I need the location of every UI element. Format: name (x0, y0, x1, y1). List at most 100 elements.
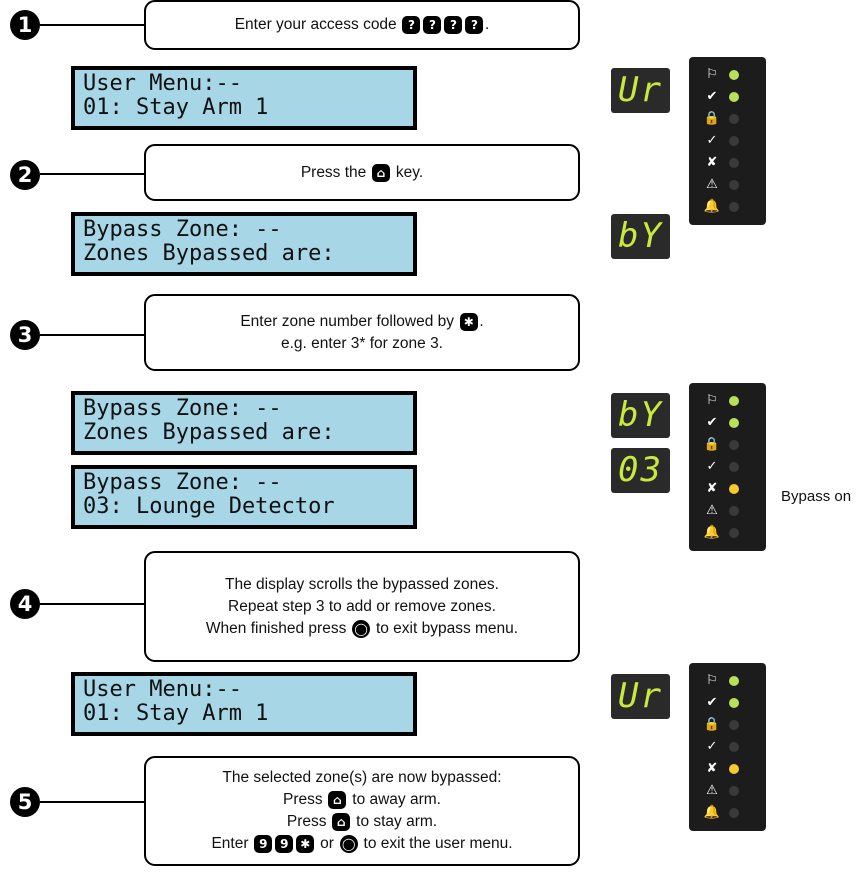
step-5-connector (40, 801, 144, 803)
step-5-number: 5 (10, 787, 40, 817)
status-led (729, 158, 739, 168)
lock-icon: 🔒 (703, 111, 721, 126)
status-row: ✔ (689, 86, 766, 108)
status-led (729, 462, 739, 472)
armed-icon: ⚐ (706, 67, 718, 82)
step-3-callout: Enter zone number followed by ✱.e.g. ent… (144, 294, 580, 371)
lcd-bypass-zone-3: Bypass Zone: --03: Lounge Detector (71, 465, 417, 529)
step-4-connector (40, 603, 144, 605)
ready-check-icon: ✔ (706, 695, 718, 710)
callout-line: Enter zone number followed by ✱. (240, 311, 484, 333)
status-led (729, 506, 739, 516)
callout-text: Enter (211, 835, 253, 852)
tamper-icon: ✓ (706, 133, 718, 148)
key-icon: 9 (275, 835, 294, 853)
status-led (729, 676, 739, 686)
segment-display-4: 03 (611, 448, 670, 493)
status-led (729, 528, 739, 538)
callout-text: The selected zone(s) are now bypassed: (222, 769, 502, 786)
lcd-line: Zones Bypassed are: (83, 241, 335, 266)
tamper-icon: ✓ (706, 459, 718, 474)
step-4-callout: The display scrolls the bypassed zones.R… (144, 551, 580, 662)
lock-icon: 🔒 (703, 717, 721, 732)
status-row: 🔔 (689, 196, 766, 218)
lcd-line: 03: Lounge Detector (83, 494, 335, 519)
warning-icon: ⚠ (706, 177, 718, 192)
status-led (729, 114, 739, 124)
bypass-x-icon: ✘ (706, 761, 718, 776)
callout-text: Repeat step 3 to add or remove zones. (228, 597, 496, 615)
callout-text: Enter zone number followed by (240, 312, 459, 330)
status-led (729, 808, 739, 818)
step-3-number: 3 (10, 320, 40, 350)
status-panel-1: ⚐ ✔ 🔒 ✓ ✘ ⚠ 🔔 (689, 57, 766, 225)
status-row: 🔒 (689, 108, 766, 130)
bypass-x-icon: ✘ (706, 481, 718, 496)
status-row: ⚐ (689, 670, 766, 692)
status-panel-3: ⚐✔🔒✓✘⚠🔔 (689, 663, 766, 831)
status-row: ⚠ (689, 174, 766, 196)
alarm-bell-icon: 🔔 (703, 525, 721, 540)
tamper-icon: ✓ (706, 739, 718, 754)
status-led (729, 786, 739, 796)
ready-check-icon: ✔ (706, 415, 718, 430)
segment-display-5: Ur (611, 674, 670, 719)
step-1-connector (40, 24, 144, 26)
armed-icon: ⚐ (706, 393, 718, 408)
lock-icon: 🔒 (703, 437, 721, 452)
callout-text: When finished press (205, 619, 351, 637)
status-led (729, 698, 739, 708)
status-row: ✓ (689, 456, 766, 478)
ready-check-icon: ✔ (706, 89, 718, 104)
stay-arm-key-icon: ⌂ (372, 163, 391, 182)
status-panel-2: ⚐ ✔ 🔒 ✓ ✘ ⚠ 🔔 (689, 383, 766, 551)
status-row: 🔔 (689, 802, 766, 824)
bypass-on-note: Bypass on (781, 488, 852, 505)
callout-text: Enter your access code (234, 16, 401, 33)
key-icon: ? (423, 16, 442, 34)
bypass-x-icon: ✘ (706, 155, 718, 170)
callout-text: . (479, 312, 484, 330)
status-led (729, 202, 739, 212)
alarm-bell-icon: 🔔 (703, 805, 721, 820)
callout-line: e.g. enter 3* for zone 3. (281, 333, 443, 355)
armed-icon: ⚐ (706, 673, 718, 688)
status-row: 🔔 (689, 522, 766, 544)
status-led (729, 396, 739, 406)
callout-text: Press the (300, 163, 371, 181)
callout-line: Repeat step 3 to add or remove zones. (228, 596, 496, 618)
status-row: ⚐ (689, 390, 766, 412)
status-row: ✔ (689, 412, 766, 434)
segment-display-1: Ur (611, 68, 670, 113)
lcd-line: 01: Stay Arm 1 (83, 701, 269, 726)
status-led (729, 720, 739, 730)
exit-key-icon: ◯ (352, 619, 371, 638)
status-led (729, 440, 739, 450)
warning-icon: ⚠ (706, 503, 718, 518)
status-led (729, 764, 739, 774)
status-row: ⚠ (689, 500, 766, 522)
callout-text: Press (283, 791, 327, 808)
callout-line: Press ⌂ to stay arm. (287, 811, 437, 833)
lcd-line: User Menu:-- (83, 71, 242, 96)
step-1-number: 1 (10, 10, 40, 40)
key-icon: ? (444, 16, 463, 34)
lcd-line: 01: Stay Arm 1 (83, 95, 269, 120)
callout-line: Press ⌂ to away arm. (283, 789, 441, 811)
key-icon: ? (465, 16, 484, 34)
status-led (729, 180, 739, 190)
status-row: ✓ (689, 130, 766, 152)
status-row: ✓ (689, 736, 766, 758)
callout-line: Press the ⌂ key. (301, 162, 423, 184)
lcd-line: Zones Bypassed are: (83, 420, 335, 445)
lcd-line: Bypass Zone: -- (83, 217, 282, 242)
lcd-line: Bypass Zone: -- (83, 396, 282, 421)
lcd-user-menu-2: User Menu:--01: Stay Arm 1 (71, 672, 417, 736)
status-led (729, 136, 739, 146)
lcd-user-menu-1: User Menu:--01: Stay Arm 1 (71, 66, 417, 130)
segment-display-2: bY (611, 214, 670, 259)
callout-line: The selected zone(s) are now bypassed: (222, 767, 501, 789)
status-row: 🔒 (689, 714, 766, 736)
status-row: 🔒 (689, 434, 766, 456)
star-key-icon: ✱ (296, 835, 315, 853)
